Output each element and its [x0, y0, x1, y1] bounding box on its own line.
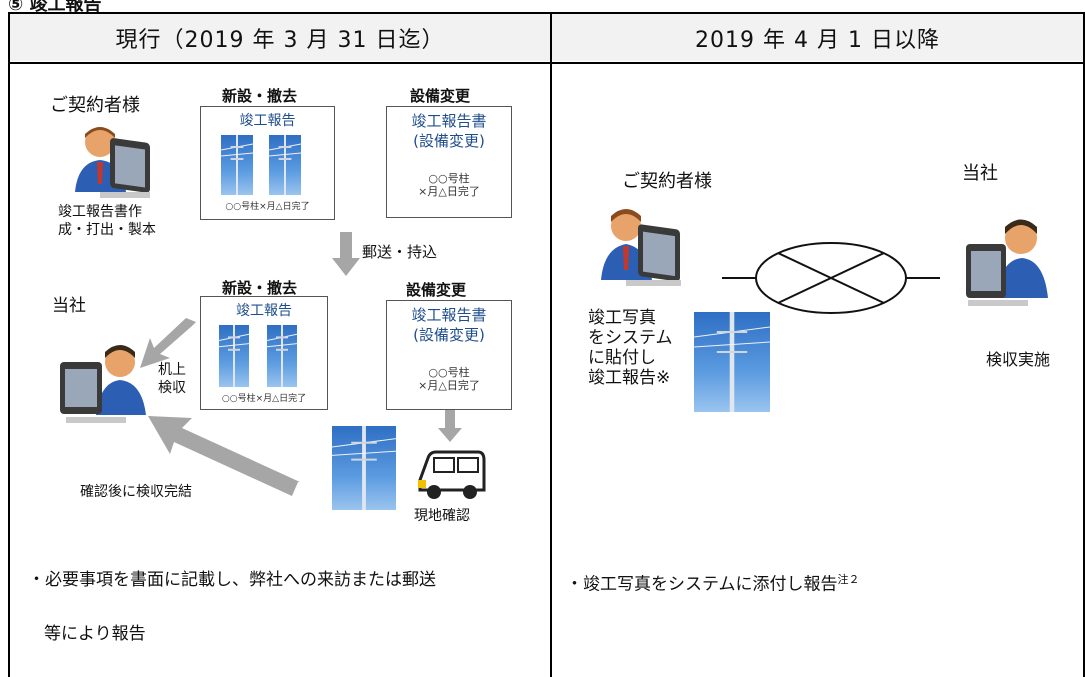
- car-icon: [418, 450, 486, 499]
- doc3-pole-photo-b: [267, 325, 297, 387]
- table-top-border: [8, 12, 1085, 14]
- doc4-title-2: (設備変更): [413, 326, 485, 344]
- doc3-caption: ○○号柱×月△日完了: [221, 394, 307, 404]
- photo-text-2: をシステム: [588, 328, 673, 348]
- left-note-line-1: ・必要事項を書面に記載し、弊社への来訪または郵送: [28, 570, 436, 590]
- table-right-border: [1083, 12, 1085, 677]
- photo-text-4: 竣工報告※: [588, 368, 671, 388]
- right-company-user-icon: [966, 219, 1048, 306]
- doc1-pole-photo-a: [221, 135, 253, 195]
- left-note-line-2: 等により報告: [44, 624, 146, 644]
- customer-caption-2: 成・打出・製本: [58, 222, 156, 238]
- doc1-title: 竣工報告: [239, 113, 296, 129]
- inspection-label: 検収実施: [986, 350, 1051, 369]
- doc4-equipment-change-report: 竣工報告書 (設備変更) ○○号柱 ×月△日完了: [386, 300, 512, 410]
- left-column-header: 現行（2019 年 3 月 31 日迄）: [10, 14, 550, 61]
- confirm-arrow-icon: [148, 416, 300, 496]
- right-customer-user-icon: [601, 209, 681, 286]
- customer-caption-1: 竣工報告書作: [58, 204, 142, 220]
- doc4-heading: 設備変更: [406, 281, 467, 299]
- doc2-equipment-change-report: 竣工報告書 (設備変更) ○○号柱 ×月△日完了: [386, 106, 512, 218]
- doc4-sub-2: ×月△日完了: [418, 379, 480, 392]
- right-customer-label: ご契約者様: [622, 171, 712, 192]
- doc2-title-1: 竣工報告書: [411, 112, 487, 130]
- right-pole-photo: [694, 312, 770, 412]
- doc3-pole-photo-a: [219, 325, 249, 387]
- doc1-new-removal-report: 竣工報告 ○○号柱×月△日完了: [200, 106, 335, 220]
- customer-user-icon: [75, 127, 150, 198]
- company-user-icon: [60, 345, 146, 423]
- doc3-title: 竣工報告: [236, 303, 292, 319]
- doc2-sub-1: ○○号柱: [428, 172, 470, 185]
- down-arrow-icon: [438, 410, 462, 442]
- doc1-caption: ○○号柱×月△日完了: [225, 202, 310, 212]
- doc1-pole-photo-b: [269, 135, 301, 195]
- doc2-heading: 設備変更: [410, 87, 471, 105]
- doc4-sub-1: ○○号柱: [428, 366, 470, 379]
- right-note-sup: 注２: [837, 573, 860, 586]
- confirm-label: 確認後に検収完結: [80, 484, 192, 500]
- desk-check-2: 検収: [158, 380, 186, 396]
- right-company-label: 当社: [962, 163, 998, 184]
- network-link-diagram: [722, 242, 940, 314]
- mail-label: 郵送・持込: [362, 243, 438, 261]
- desk-check-arrow-icon: [140, 318, 196, 368]
- right-note-text: ・竣工写真をシステムに添付し報告: [566, 574, 838, 595]
- doc3-heading: 新設・撤去: [222, 279, 298, 297]
- left-customer-label: ご契約者様: [50, 95, 140, 116]
- right-note: ・竣工写真をシステムに添付し報告注２: [566, 570, 860, 595]
- left-company-label: 当社: [52, 296, 86, 316]
- photo-text-1: 竣工写真: [588, 308, 656, 328]
- doc2-sub-2: ×月△日完了: [418, 185, 480, 198]
- table-left-border: [8, 12, 10, 677]
- doc4-title-1: 竣工報告書: [411, 306, 487, 324]
- site-check-label: 現地確認: [414, 508, 470, 524]
- photo-text-3: に貼付し: [588, 348, 656, 368]
- table-middle-border: [550, 12, 552, 677]
- right-column-header: 2019 年 4 月 1 日以降: [552, 14, 1083, 61]
- table-header-border: [8, 62, 1085, 64]
- doc1-heading: 新設・撤去: [222, 87, 298, 105]
- section-title: ⑤ 竣工報告: [8, 0, 102, 15]
- doc3-new-removal-report: 竣工報告 ○○号柱×月△日完了: [200, 296, 328, 410]
- mail-arrow-icon: [332, 232, 360, 276]
- doc2-title-2: (設備変更): [413, 132, 485, 150]
- site-pole-photo: [332, 426, 396, 510]
- desk-check-1: 机上: [158, 362, 186, 378]
